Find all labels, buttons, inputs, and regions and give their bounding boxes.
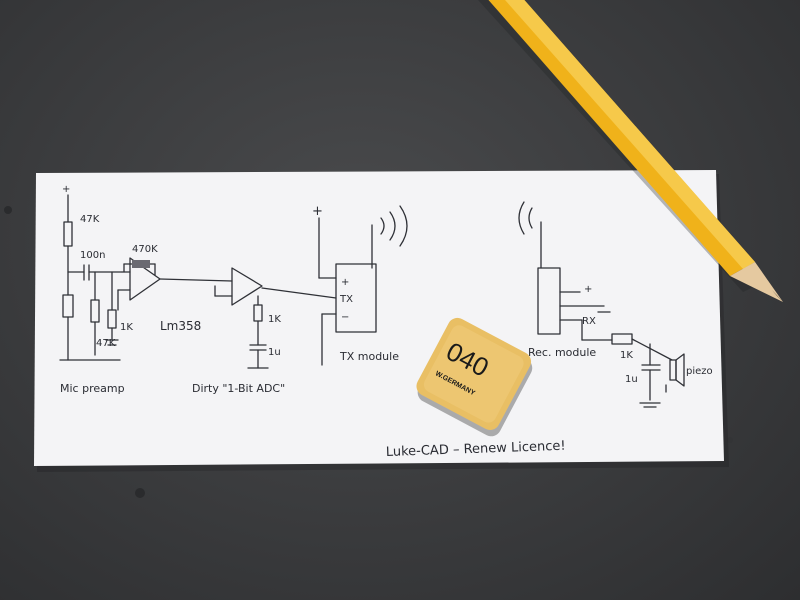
capacitor-label-1u-rx: 1u xyxy=(625,374,638,385)
caption-footer: Luke-CAD – Renew Licence! xyxy=(386,439,566,460)
tx-pin-label: TX xyxy=(339,294,353,305)
mic-preamp-circuit xyxy=(59,194,233,361)
resistor-label-47k-top: 47K xyxy=(80,214,100,225)
tx-supply-plus: + xyxy=(312,204,323,219)
resistor-label-1k-rx: 1K xyxy=(620,350,633,361)
rx-pin-label: RX xyxy=(582,316,596,327)
schematic: 47K 100n 470K 47K 1K Lm358 + 1K 1u xyxy=(59,184,713,460)
tx-module-circuit xyxy=(318,205,408,366)
tx-pin-minus: − xyxy=(341,312,349,323)
rx-module-circuit xyxy=(518,201,685,408)
resistor-label-47k-bottom: 47K xyxy=(96,338,116,349)
caption-adc: Dirty "1-Bit ADC" xyxy=(192,382,285,395)
eraser: 040 W.GERMANY xyxy=(416,317,533,437)
rx-pin-plus: + xyxy=(584,284,592,295)
resistor-label-1k-preamp: 1K xyxy=(120,322,133,333)
paper-sheet xyxy=(34,170,729,472)
mic-supply-plus: + xyxy=(62,184,70,195)
adc-circuit xyxy=(214,267,337,369)
capacitor-label-1u-adc: 1u xyxy=(268,347,281,358)
pencil xyxy=(478,0,783,302)
capacitor-label-100n: 100n xyxy=(80,250,105,261)
resistor-label-1k-adc: 1K xyxy=(268,314,281,325)
piezo-label: piezo xyxy=(686,366,713,377)
resistor-label-470k: 470K xyxy=(132,244,158,255)
opamp-label: Lm358 xyxy=(160,319,201,333)
tx-pin-plus: + xyxy=(341,277,349,288)
caption-mic-preamp: Mic preamp xyxy=(60,382,125,395)
caption-tx-module: TX module xyxy=(339,350,399,363)
caption-rec-module: Rec. module xyxy=(528,346,596,359)
